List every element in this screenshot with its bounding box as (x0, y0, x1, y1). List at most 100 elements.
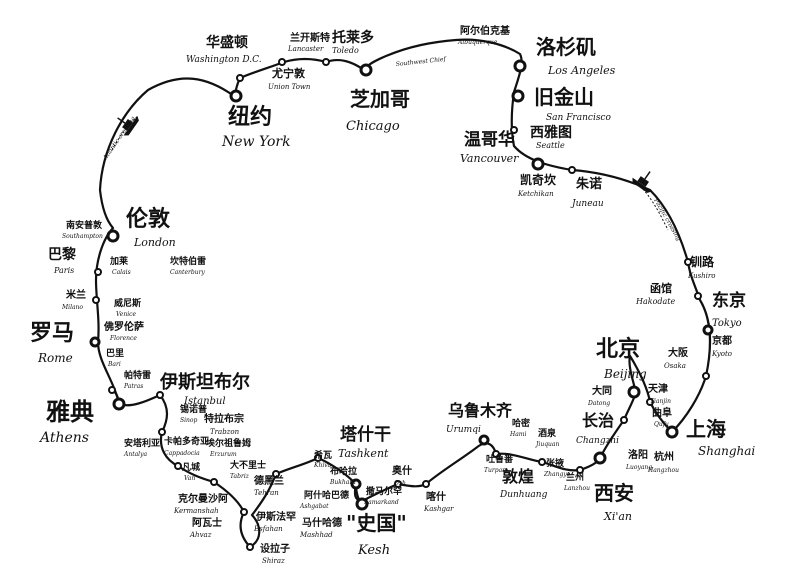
svg-text:Shiraz: Shiraz (262, 557, 285, 565)
svg-text:洛杉矶: 洛杉矶 (536, 35, 596, 59)
svg-text:兰开斯特: 兰开斯特 (290, 31, 330, 44)
svg-text:天津: 天津 (648, 382, 668, 395)
svg-text:特拉布宗: 特拉布宗 (204, 412, 244, 425)
svg-text:Kesh: Kesh (357, 543, 390, 558)
svg-text:西安: 西安 (594, 481, 634, 505)
svg-text:Erzurum: Erzurum (209, 451, 237, 458)
svg-text:Kermanshah: Kermanshah (173, 507, 219, 515)
label-zhangye: 张掖 Zhangye (543, 457, 571, 478)
svg-text:卡帕多奇亚: 卡帕多奇亚 (164, 435, 209, 447)
svg-text:Lancaster: Lancaster (287, 45, 324, 53)
svg-text:兰州: 兰州 (566, 471, 584, 483)
label-kesh: "史国" Kesh (346, 511, 407, 558)
svg-text:Hakodate: Hakodate (635, 297, 676, 306)
svg-text:Tokyo: Tokyo (712, 318, 742, 329)
svg-text:凯奇坎: 凯奇坎 (520, 172, 556, 187)
svg-text:喀什: 喀什 (426, 490, 446, 503)
svg-text:Florence: Florence (109, 335, 137, 342)
svg-text:Toledo: Toledo (332, 46, 359, 55)
svg-text:Ahvaz: Ahvaz (189, 531, 212, 539)
svg-text:巴黎: 巴黎 (48, 246, 76, 263)
svg-text:Turpan: Turpan (484, 467, 506, 474)
svg-text:撒马尔罕: 撒马尔罕 (366, 485, 402, 497)
svg-text:大阪: 大阪 (668, 346, 689, 359)
atlantic-crossing-label: Atlantic crossing (101, 115, 137, 162)
svg-text:凡城: 凡城 (181, 461, 200, 473)
svg-text:温哥华: 温哥华 (464, 129, 515, 150)
svg-text:吐鲁番: 吐鲁番 (486, 453, 514, 465)
ship-icon-pacific (632, 171, 653, 193)
svg-text:Datong: Datong (587, 400, 610, 407)
svg-text:佛罗伦萨: 佛罗伦萨 (103, 320, 144, 333)
svg-text:大不里士: 大不里士 (230, 459, 266, 471)
svg-text:"史国": "史国" (346, 511, 407, 535)
svg-text:Esfahan: Esfahan (253, 525, 283, 533)
svg-text:华盛顿: 华盛顿 (206, 34, 248, 51)
svg-text:帕特雷: 帕特雷 (124, 369, 151, 381)
svg-text:马什哈德: 马什哈德 (302, 516, 342, 529)
svg-text:京都: 京都 (712, 334, 732, 347)
svg-text:Union Town: Union Town (268, 83, 311, 91)
svg-text:Tianjin: Tianjin (650, 398, 671, 405)
svg-text:Changzhi: Changzhi (576, 436, 619, 446)
svg-text:Bukhara: Bukhara (329, 479, 356, 486)
svg-text:敦煌: 敦煌 (502, 467, 534, 486)
svg-text:Ketchikan: Ketchikan (517, 190, 554, 198)
svg-text:Jiuquan: Jiuquan (534, 441, 559, 448)
svg-text:米兰: 米兰 (66, 288, 86, 301)
svg-text:洛阳: 洛阳 (628, 448, 648, 461)
svg-text:伊斯法罕: 伊斯法罕 (255, 510, 296, 523)
svg-text:大同: 大同 (592, 384, 612, 397)
svg-text:奥什: 奥什 (392, 464, 412, 477)
label-southwest-chief: Southwest Chief (395, 56, 447, 68)
station-markers (89, 58, 714, 551)
svg-text:北京: 北京 (596, 336, 640, 362)
svg-text:坎特伯雷: 坎特伯雷 (170, 255, 206, 267)
svg-text:巴里: 巴里 (106, 348, 124, 359)
svg-text:Vancouver: Vancouver (460, 152, 519, 165)
svg-text:长治: 长治 (582, 411, 614, 430)
svg-text:Shanghai: Shanghai (698, 444, 755, 458)
svg-text:张掖: 张掖 (546, 457, 565, 469)
svg-text:Mashhad: Mashhad (299, 531, 333, 539)
svg-text:罗马: 罗马 (30, 321, 74, 346)
svg-text:雅典: 雅典 (46, 398, 94, 426)
svg-text:Zhangye: Zhangye (543, 471, 571, 478)
svg-text:西雅图: 西雅图 (530, 124, 572, 141)
svg-text:埃尔祖鲁姆: 埃尔祖鲁姆 (206, 437, 251, 449)
svg-text:南安普敦: 南安普敦 (66, 219, 103, 231)
label-van: 凡城 Van (181, 461, 200, 482)
svg-text:安塔利亚: 安塔利亚 (124, 437, 160, 449)
label-tianjin: 天津 Tianjin (648, 382, 671, 405)
svg-text:Chicago: Chicago (346, 119, 400, 134)
svg-text:Washington D.C.: Washington D.C. (186, 55, 262, 65)
svg-text:尤宁敦: 尤宁敦 (271, 66, 306, 80)
svg-text:Paris: Paris (53, 266, 74, 275)
svg-text:Van: Van (184, 475, 195, 482)
